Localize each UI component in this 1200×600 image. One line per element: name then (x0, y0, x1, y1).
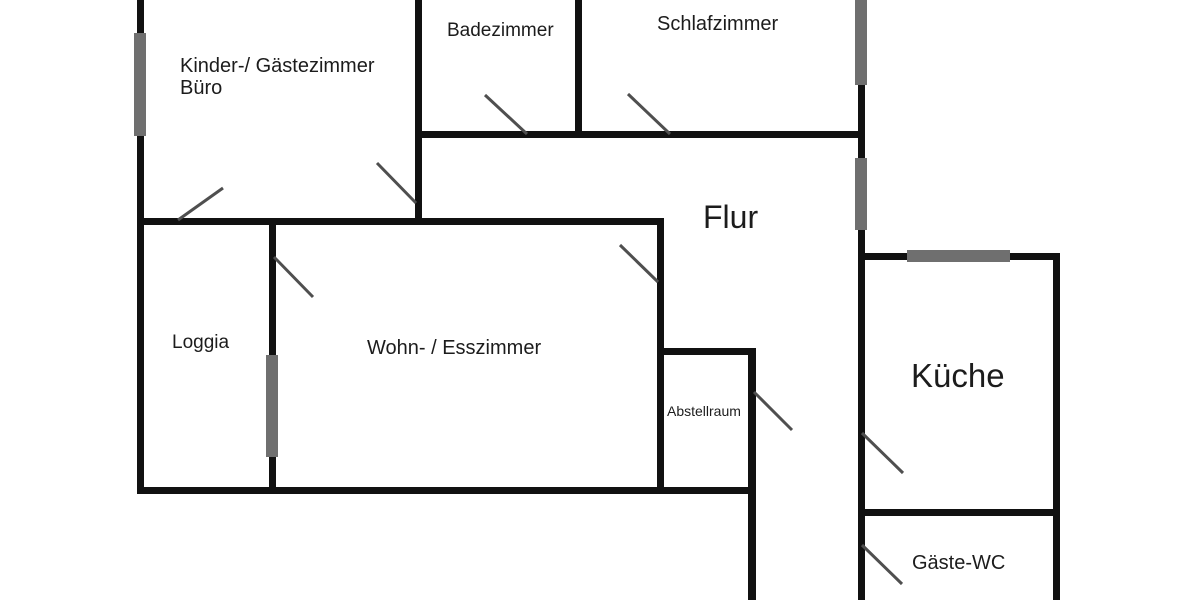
window-marker-flur-window (855, 158, 867, 230)
wall-segment-kinder-right (415, 0, 422, 225)
wall-segment-bad-schlaf-bottom (415, 131, 865, 138)
room-label-gaeste-wc: Gäste-WC (912, 552, 1006, 574)
door-swing-wohnzimmer-door (618, 243, 660, 284)
window-marker-loggia-window (266, 355, 278, 457)
wall-segment-outer-left (137, 0, 144, 490)
door-swing-loggia-door (272, 255, 315, 299)
window-marker-schlaf-window (855, 0, 867, 85)
room-label-abstellraum: Abstellraum (667, 403, 741, 419)
door-swing-schlafzimmer-door (626, 92, 672, 136)
wall-segment-kinder-bottom (137, 218, 664, 225)
room-label-kueche: Küche (911, 357, 1005, 394)
door-swing-kueche-door (860, 431, 905, 475)
room-label-flur: Flur (703, 199, 759, 235)
door-swing-badezimmer-door (483, 93, 529, 136)
wall-segment-kueche-wc-divider (858, 509, 1060, 516)
door-swing-kinder-flur-door (375, 161, 418, 205)
door-swing-abstellraum-door (752, 390, 794, 432)
room-label-buero: Büro (180, 77, 223, 99)
wall-segment-abstellraum-top (657, 348, 756, 355)
room-label-schlafzimmer: Schlafzimmer (657, 13, 779, 35)
room-label-kinder-gaestezimmer: Kinder-/ Gästezimmer (180, 55, 375, 77)
room-label-loggia: Loggia (172, 332, 230, 353)
window-marker-kueche-window (907, 250, 1010, 262)
wall-segment-bad-schlaf-divider (575, 0, 582, 138)
wall-segment-bottom-outer (137, 487, 756, 494)
wall-segment-abstellraum-right (748, 348, 756, 600)
room-label-badezimmer: Badezimmer (447, 20, 554, 41)
door-swing-kinder-loggia-door (177, 186, 224, 222)
wall-segment-outer-right-spine (858, 0, 865, 600)
room-label-wohn-esszimmer: Wohn- / Esszimmer (367, 337, 542, 359)
window-marker-kinder-window (134, 33, 146, 136)
door-swing-gaeste-wc-door (860, 543, 904, 586)
wall-segment-kueche-wc-right (1053, 253, 1060, 600)
wall-segment-loggia-wohn-divider (269, 218, 276, 490)
